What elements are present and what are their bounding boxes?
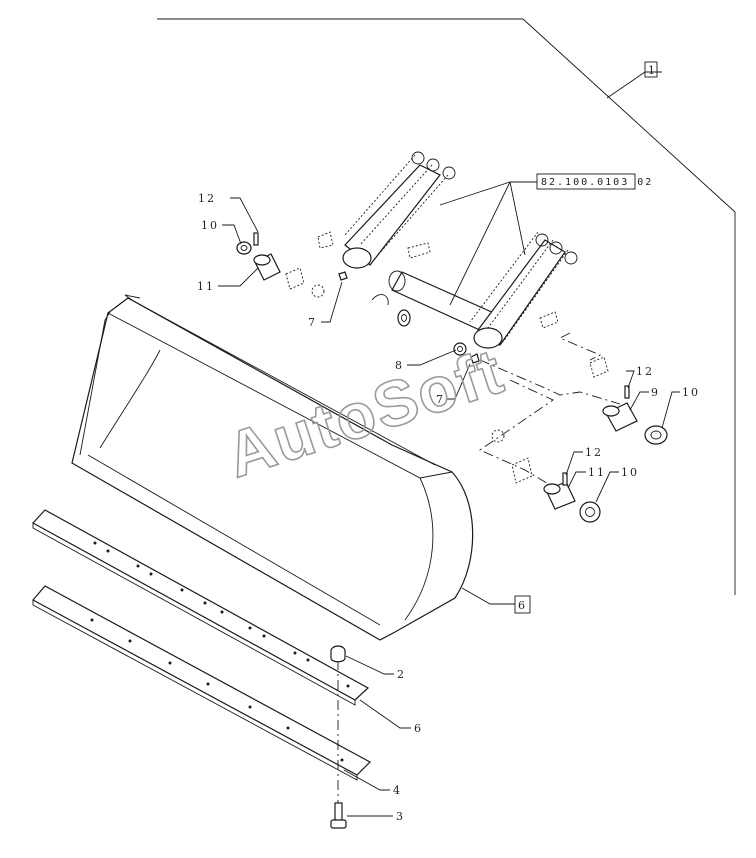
centerline-right-pin — [479, 359, 621, 405]
bushing-right — [644, 425, 668, 445]
grease-nipple-left — [338, 271, 348, 281]
callout-10-lower: 10 — [621, 466, 639, 479]
reference-box: 82.100.0103 02 — [536, 173, 653, 190]
grease-nipple-right — [470, 353, 480, 364]
centerline-link — [558, 332, 602, 361]
callout-10-right: 10 — [682, 386, 700, 399]
centerline-lower-pin — [479, 379, 554, 486]
sleeve-upper — [285, 267, 305, 290]
callout-3: 3 — [396, 810, 405, 823]
svg-text:82.100.0103 02: 82.100.0103 02 — [541, 177, 653, 188]
pin-upper-left — [253, 253, 281, 281]
pin-lower — [543, 481, 576, 510]
callout-12-lower: 12 — [585, 446, 603, 459]
washer-mid — [397, 309, 411, 327]
roll-pin-right — [624, 385, 630, 399]
callout-12-right: 12 — [636, 365, 654, 378]
callout-8: 8 — [395, 359, 404, 372]
leader-lines — [218, 71, 680, 817]
nut — [330, 645, 346, 663]
callout-12-upper-left: 12 — [198, 192, 216, 205]
bearing-lower — [491, 429, 505, 443]
callout-2: 2 — [397, 668, 406, 681]
svg-text:6: 6 — [518, 599, 527, 612]
callout-4: 4 — [393, 784, 402, 797]
link-arm-right — [469, 231, 578, 349]
callout-box-1: 1 — [644, 61, 658, 78]
assembly-frame-line — [157, 18, 736, 595]
cutting-edge-upper — [32, 509, 370, 706]
callout-box-6: 6 — [514, 595, 531, 614]
callout-7-center: 7 — [436, 393, 445, 406]
pin-right — [602, 402, 638, 432]
sleeve-right — [589, 356, 609, 378]
bearing-upper — [311, 284, 325, 298]
callout-7-left: 7 — [308, 316, 317, 329]
callout-6: 6 — [414, 722, 423, 735]
sleeve-lower — [511, 457, 533, 484]
roll-pin-lower — [562, 472, 568, 486]
callout-11-upper-left: 11 — [197, 280, 215, 293]
bushing-lower — [579, 501, 601, 523]
bolt — [330, 802, 347, 829]
callout-9: 9 — [651, 386, 660, 399]
bushing-upper-left — [236, 241, 252, 255]
callout-10-upper-left: 10 — [201, 219, 219, 232]
bucket — [71, 294, 474, 641]
callout-11-lower: 11 — [588, 466, 606, 479]
link-arm-left — [317, 151, 456, 269]
washer-center — [453, 342, 467, 356]
roll-pin-upper-left — [253, 232, 259, 246]
svg-text:1: 1 — [648, 64, 657, 77]
